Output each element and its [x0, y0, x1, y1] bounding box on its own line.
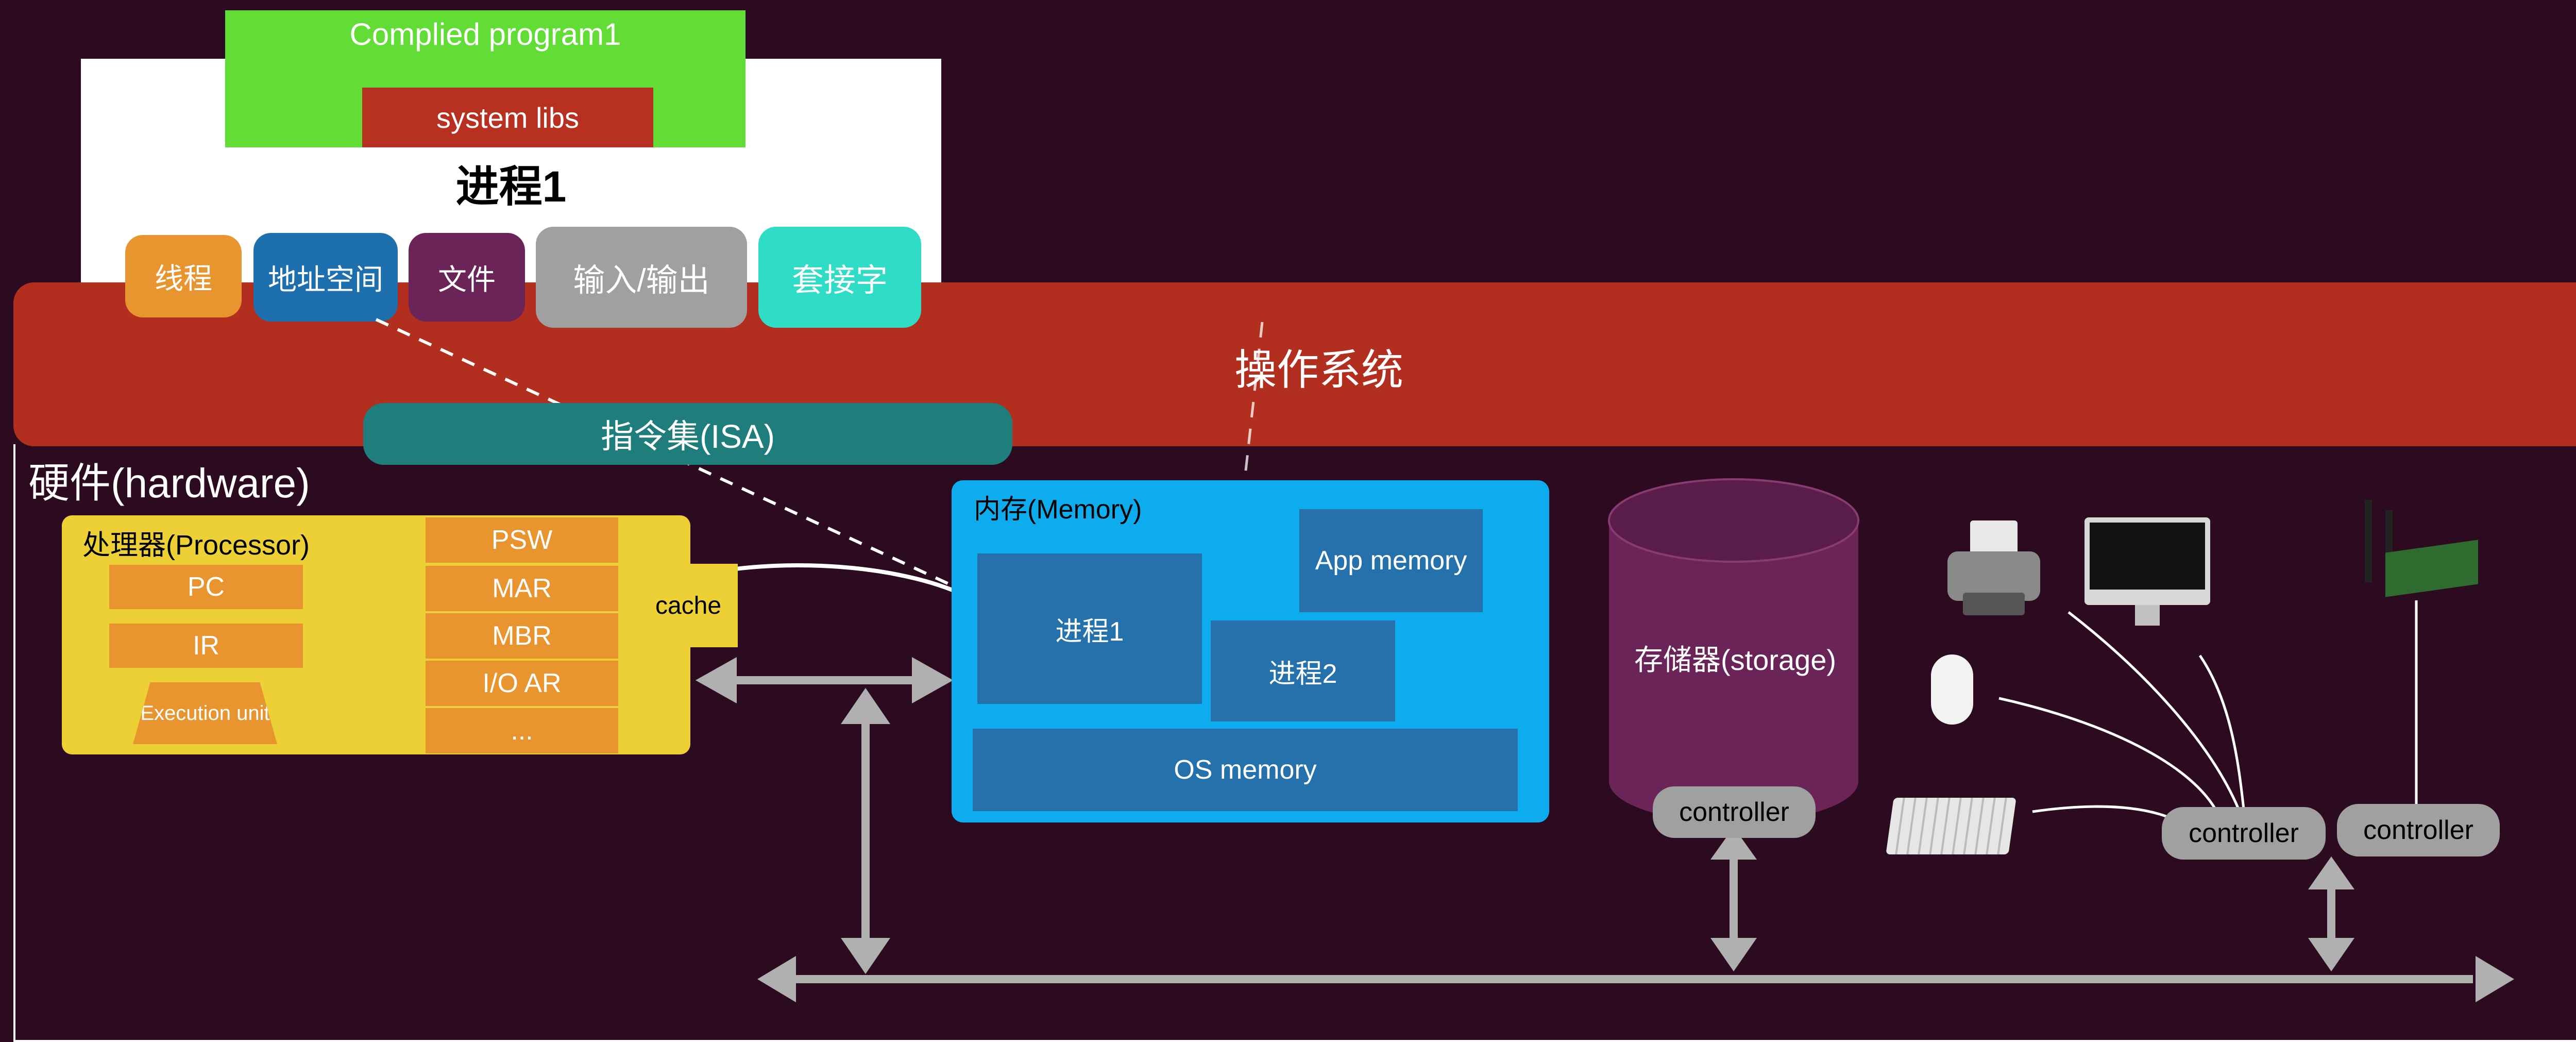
resource-io: 输入/输出 — [536, 227, 747, 328]
network-card-icon — [2354, 500, 2478, 603]
monitor-icon — [2084, 517, 2210, 626]
execution-unit: Execution unit — [133, 682, 277, 744]
hardware-frame — [13, 444, 2576, 1042]
resource-file: 文件 — [409, 233, 525, 322]
keyboard-icon — [1886, 798, 2016, 854]
mar-register: MAR — [426, 566, 618, 611]
io-controller: controller — [2162, 807, 2326, 860]
process2-memory: 进程2 — [1211, 620, 1395, 721]
compiled-program-label: Complied program1 — [349, 16, 621, 52]
processor-label: 处理器(Processor) — [82, 529, 310, 561]
mouse-icon — [1931, 654, 1973, 725]
mbr-register: MBR — [426, 613, 618, 659]
storage-cylinder — [1608, 478, 1859, 822]
storage-label: 存储器(storage) — [1634, 643, 1837, 676]
psw-register: PSW — [426, 517, 618, 563]
process1-memory: 进程1 — [977, 553, 1202, 704]
operating-system-label: 操作系统 — [1234, 346, 1403, 394]
system-libs-box: system libs — [362, 88, 653, 147]
resource-socket: 套接字 — [758, 227, 921, 328]
resource-address-space: 地址空间 — [253, 233, 398, 322]
system-bus-arrows — [696, 657, 2514, 1002]
more-registers: ... — [426, 708, 618, 753]
storage-controller: controller — [1653, 786, 1816, 838]
hardware-label: 硬件(hardware) — [28, 460, 310, 506]
io-ar-register: I/O AR — [426, 661, 618, 706]
isa-bar: 指令集(ISA) — [363, 403, 1012, 465]
pc-register: PC — [109, 565, 303, 609]
memory-label: 内存(Memory) — [974, 494, 1142, 525]
cache-box: cache — [639, 564, 738, 647]
process-title: 进程1 — [455, 162, 567, 211]
app-memory: App memory — [1299, 509, 1483, 612]
io-device-wires — [1998, 600, 2418, 821]
network-controller: controller — [2337, 804, 2500, 856]
resource-thread: 线程 — [125, 235, 242, 317]
os-memory: OS memory — [973, 729, 1518, 811]
printer-icon — [1947, 515, 2040, 618]
ir-register: IR — [109, 624, 303, 668]
